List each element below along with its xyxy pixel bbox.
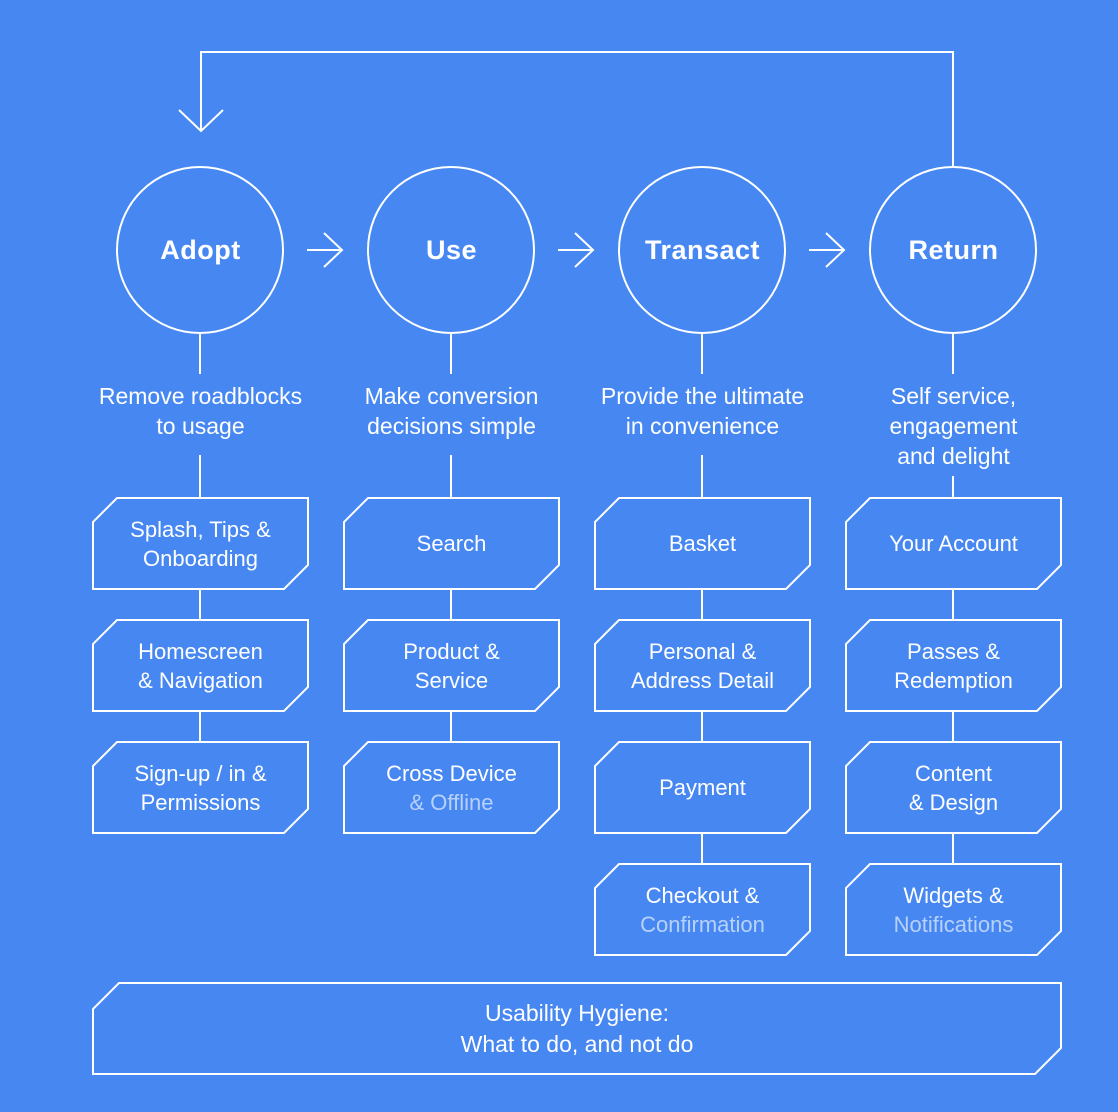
box-checkout-confirmation: Checkout & Confirmation: [595, 864, 810, 955]
box-payment: Payment: [595, 742, 810, 833]
footer-line: What to do, and not do: [460, 1030, 694, 1057]
box-outline-product-service: [343, 619, 560, 712]
description-line: decisions simple: [367, 413, 536, 439]
stage-label-text: Use: [425, 234, 478, 265]
box-cross-device-offline: Cross Device & Offline: [344, 742, 559, 833]
description-line: and delight: [897, 443, 1010, 469]
box-outline-signup-permissions: [92, 741, 309, 834]
stage-label-text: Return: [908, 234, 999, 265]
box-widgets-notifications: Widgets & Notifications: [846, 864, 1061, 955]
stage-description-use: Make conversion decisions simple: [314, 381, 589, 441]
description-line: Provide the ultimate: [600, 383, 805, 409]
box-line: Address Detail: [630, 667, 775, 693]
flow-arrow-adopt-use: [307, 232, 344, 268]
box-outline-personal-address-detail: [594, 619, 811, 712]
box-personal-address-detail: Personal & Address Detail: [595, 620, 810, 711]
stage-description-adopt: Remove roadblocks to usage: [63, 381, 338, 441]
description-line: Make conversion: [364, 383, 539, 409]
box-outline-widgets-notifications: [845, 863, 1062, 956]
box-outline-cross-device-offline: [343, 741, 560, 834]
description-line: Self service,: [890, 383, 1017, 409]
box-outline-checkout-confirmation: [594, 863, 811, 956]
box-line: Your Account: [889, 531, 1018, 556]
box-line-secondary: Confirmation: [640, 911, 765, 937]
description-line: to usage: [156, 413, 245, 439]
box-line: & Navigation: [138, 667, 263, 693]
box-line: Basket: [668, 531, 737, 556]
feedback-loop-line: [200, 51, 954, 167]
box-line: Product &: [403, 638, 500, 664]
box-signup-permissions: Sign-up / in & Permissions: [93, 742, 308, 833]
box-line: Splash, Tips &: [130, 516, 271, 542]
description-line: Remove roadblocks: [98, 383, 303, 409]
box-line: Service: [414, 667, 489, 693]
box-line: Permissions: [140, 789, 261, 815]
box-line: Sign-up / in &: [134, 760, 267, 786]
box-line: Onboarding: [143, 545, 258, 571]
box-outline-usability-hygiene: [92, 982, 1062, 1075]
box-line: Passes &: [907, 638, 1000, 664]
box-line: Cross Device: [386, 760, 517, 786]
box-outline-payment: [594, 741, 811, 834]
stage-description-return: Self service, engagement and delight: [816, 381, 1091, 471]
stage-label-return: Return: [846, 167, 1061, 333]
box-outline-homescreen-navigation: [92, 619, 309, 712]
stage-description-transact: Provide the ultimate in convenience: [565, 381, 840, 441]
box-product-service: Product & Service: [344, 620, 559, 711]
box-line: Widgets &: [903, 882, 1004, 908]
box-line: Homescreen: [138, 638, 263, 664]
box-line: Payment: [659, 775, 746, 800]
box-basket: Basket: [595, 498, 810, 589]
box-splash-tips-onboarding: Splash, Tips & Onboarding: [93, 498, 308, 589]
feedback-loop-arrowhead-icon: [178, 109, 224, 133]
stage-label-text: Adopt: [160, 234, 241, 265]
box-passes-redemption: Passes & Redemption: [846, 620, 1061, 711]
flow-arrow-transact-return: [809, 232, 846, 268]
box-line: Checkout &: [645, 882, 760, 908]
box-homescreen-navigation: Homescreen & Navigation: [93, 620, 308, 711]
box-line: & Design: [908, 789, 999, 815]
box-your-account: Your Account: [846, 498, 1061, 589]
box-line: Personal &: [648, 638, 757, 664]
box-outline-splash-tips-onboarding: [92, 497, 309, 590]
box-outline-basket: [594, 497, 811, 590]
footer-line: Usability Hygiene:: [484, 999, 670, 1026]
box-outline-your-account: [845, 497, 1062, 590]
description-line: engagement: [889, 413, 1018, 439]
box-line-secondary: & Offline: [409, 789, 494, 815]
box-line: Search: [416, 531, 487, 556]
box-usability-hygiene: Usability Hygiene: What to do, and not d…: [93, 983, 1061, 1074]
box-search: Search: [344, 498, 559, 589]
box-line-secondary: Notifications: [893, 911, 1014, 937]
stage-label-text: Transact: [644, 234, 761, 265]
box-line: Content: [914, 760, 993, 786]
stage-label-adopt: Adopt: [93, 167, 308, 333]
description-line: in convenience: [625, 413, 780, 439]
stage-label-use: Use: [344, 167, 559, 333]
flow-arrow-use-transact: [558, 232, 595, 268]
box-outline-content-design: [845, 741, 1062, 834]
box-outline-passes-redemption: [845, 619, 1062, 712]
box-line: Redemption: [894, 667, 1013, 693]
box-content-design: Content & Design: [846, 742, 1061, 833]
box-outline-search: [343, 497, 560, 590]
stage-label-transact: Transact: [595, 167, 810, 333]
